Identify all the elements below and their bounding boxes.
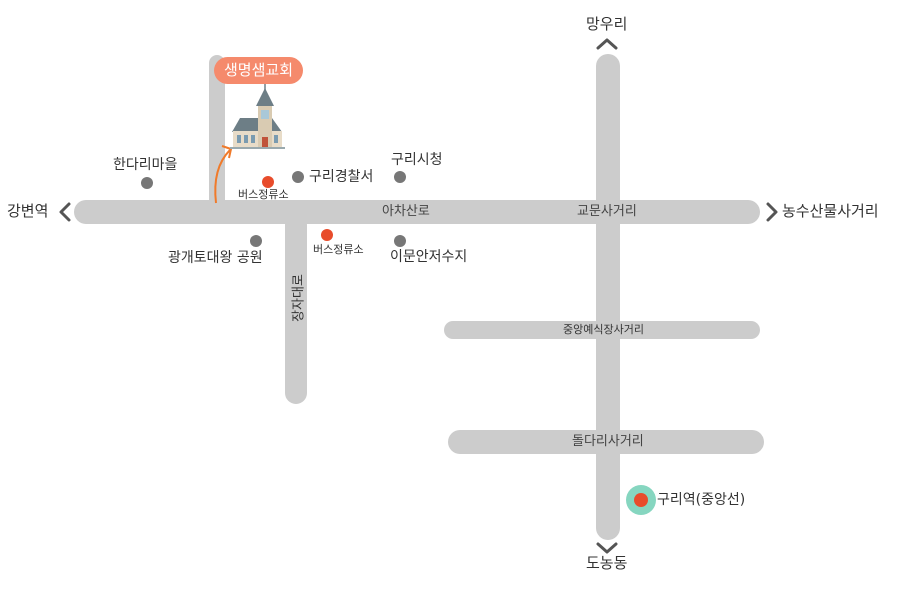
station-marker-core bbox=[634, 493, 648, 507]
road-doldari bbox=[448, 430, 764, 454]
road-jungang-yesikjang bbox=[444, 321, 760, 339]
chevron-right-icon bbox=[766, 202, 778, 222]
bus-stop-marker bbox=[321, 229, 333, 241]
direction-west-label: 강변역 bbox=[7, 202, 49, 220]
road-achasan-ro bbox=[74, 200, 760, 224]
road-label-jungang-yesikjang: 중앙예식장사거리 bbox=[563, 323, 644, 336]
poi-label-park: 광개토대왕 공원 bbox=[168, 250, 263, 266]
road-jangja-daero bbox=[285, 214, 307, 404]
direction-north-label: 망우리 bbox=[586, 15, 628, 33]
poi-label-reservoir: 이문안저수지 bbox=[390, 249, 468, 265]
chevron-left-icon bbox=[59, 202, 71, 222]
bus-stop-label: 버스정류소 bbox=[238, 188, 289, 201]
road-north-south bbox=[596, 54, 620, 540]
poi-marker-city-hall bbox=[394, 171, 406, 183]
poi-label-handari: 한다리마을 bbox=[113, 157, 178, 173]
poi-label-police: 구리경찰서 bbox=[309, 169, 374, 185]
poi-marker-park bbox=[250, 235, 262, 247]
poi-marker-police bbox=[292, 171, 304, 183]
church-icon bbox=[230, 82, 285, 149]
chevron-up-icon bbox=[596, 38, 618, 50]
poi-label-city-hall: 구리시청 bbox=[391, 152, 443, 168]
direction-east-label: 농수산물사거리 bbox=[782, 202, 879, 220]
chevron-down-icon bbox=[596, 542, 618, 554]
road-label-gyomun: 교문사거리 bbox=[577, 204, 637, 219]
church-name-tag[interactable]: 생명샘교회 bbox=[214, 57, 304, 84]
road-label-doldari: 돌다리사거리 bbox=[572, 434, 644, 449]
road-label-jangja-daero: 장자대로 bbox=[291, 274, 307, 322]
bus-stop-marker bbox=[262, 176, 274, 188]
poi-marker-reservoir bbox=[394, 235, 406, 247]
road-label-achasan-ro: 아차산로 bbox=[382, 204, 430, 219]
poi-marker-handari bbox=[141, 177, 153, 189]
road-church-access bbox=[209, 55, 225, 215]
direction-south-label: 도농동 bbox=[586, 554, 628, 572]
station-label: 구리역(중앙선) bbox=[657, 492, 746, 508]
bus-stop-label: 버스정류소 bbox=[313, 243, 364, 256]
